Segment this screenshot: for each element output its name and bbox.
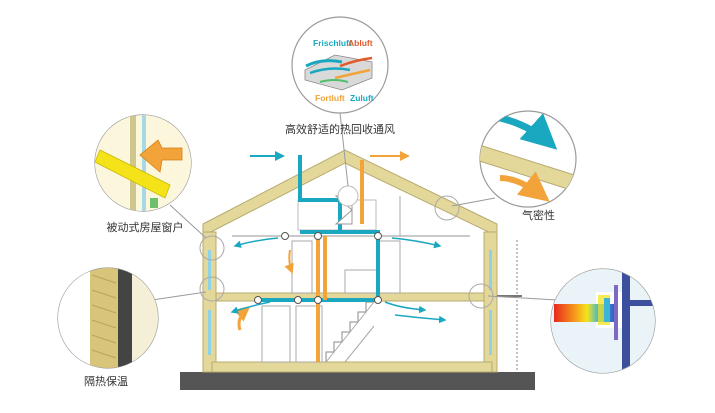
ground-base bbox=[180, 372, 535, 390]
window-frame-icon bbox=[94, 114, 192, 212]
airtight-label: 气密性 bbox=[522, 208, 555, 222]
thermal-window-icon bbox=[550, 268, 656, 374]
hrv-abluft-label: Abluft bbox=[348, 38, 373, 48]
hrv-unit-icon bbox=[291, 16, 389, 114]
insulation-label: 隔热保温 bbox=[84, 374, 128, 388]
hrv-fortluft-label: Fortluft bbox=[315, 93, 345, 103]
ventilation-ducts bbox=[254, 155, 382, 362]
hrv-frischluft-label: Frischluft bbox=[313, 38, 352, 48]
detail-markers bbox=[199, 195, 494, 309]
hrv-label: 高效舒适的热回收通风 bbox=[285, 122, 395, 136]
house-structure bbox=[202, 149, 522, 373]
airtight-seal-icon bbox=[479, 110, 577, 208]
insulation-wall-icon bbox=[57, 267, 159, 369]
hrv-zuluft-label: Zuluft bbox=[350, 93, 374, 103]
callout-leaders bbox=[151, 112, 558, 301]
airflow-arrows bbox=[230, 151, 447, 331]
window-label: 被动式房屋窗户 bbox=[107, 220, 184, 234]
